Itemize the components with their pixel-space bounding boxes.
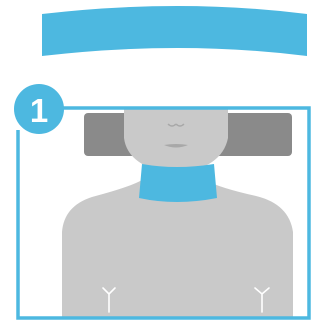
- step-number-badge: 1: [14, 84, 64, 134]
- head-shape: [124, 108, 228, 174]
- step-number-label: 1: [30, 94, 48, 127]
- collar-on-neck: [139, 164, 217, 202]
